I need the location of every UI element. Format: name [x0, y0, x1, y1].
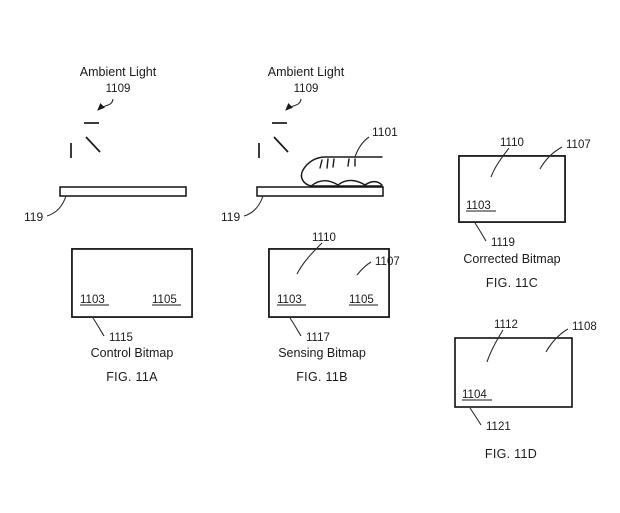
ref-1109-b: 1109 [294, 83, 319, 95]
ref-1110-c: 1110 [500, 137, 524, 149]
ref-119-b: 119 [221, 210, 240, 224]
lead-1115 [92, 317, 105, 337]
lead-1117 [289, 317, 302, 337]
ref-1104: 1104 [462, 389, 487, 401]
ref-1101: 1101 [372, 125, 398, 139]
ref-1115: 1115 [109, 332, 133, 344]
lead-119-11a [46, 195, 67, 217]
ref-1108: 1108 [572, 321, 597, 333]
ref-1112: 1112 [494, 319, 518, 331]
lead-1108 [545, 328, 569, 353]
lead-1107-c [539, 146, 563, 170]
fig-11a-bitmap [71, 248, 193, 337]
fig-label-11b: FIG. 11B [296, 370, 348, 384]
display-panel-11a [59, 186, 187, 197]
ref-1121: 1121 [486, 421, 511, 433]
finger-illustration [300, 156, 383, 187]
fig-label-11d: FIG. 11D [485, 447, 537, 461]
ref-1110-b: 1110 [312, 232, 336, 244]
lead-1110-b [296, 242, 323, 275]
ref-1103-c: 1103 [466, 200, 491, 212]
ref-1107-c: 1107 [566, 139, 591, 151]
fig-label-11a: FIG. 11A [106, 370, 158, 384]
ambient-light-title-b: Ambient Light [268, 65, 345, 79]
ref-1109-a: 1109 [106, 83, 131, 95]
lead-1110-c [490, 147, 510, 178]
fig-label-11c: FIG. 11C [486, 276, 538, 290]
lead-119-11b [243, 195, 264, 217]
lead-1101 [354, 136, 370, 158]
ref-1117: 1117 [306, 332, 330, 344]
caption-11b: Sensing Bitmap [278, 346, 366, 360]
ambient-light-title-a: Ambient Light [80, 65, 157, 79]
lead-1107-b [356, 261, 372, 276]
ref-1105-b: 1105 [349, 294, 374, 306]
fig-11d-bitmap [454, 328, 573, 426]
ambient-light-arrow-icon-b [285, 98, 302, 111]
fig-11b-bitmap [268, 242, 390, 337]
fig-11a-scene [46, 98, 187, 217]
caption-11c: Corrected Bitmap [463, 252, 560, 266]
lead-1112 [486, 329, 504, 363]
display-panel-11b [256, 186, 384, 197]
ref-1105-a: 1105 [152, 294, 177, 306]
ambient-light-arrow-icon [97, 98, 114, 111]
lead-1121 [469, 407, 482, 426]
ref-1103-a: 1103 [80, 294, 105, 306]
ref-1103-b: 1103 [277, 294, 302, 306]
caption-11a: Control Bitmap [91, 346, 174, 360]
fig-11b-scene [243, 98, 384, 217]
ambient-light-rays-icon [70, 122, 101, 158]
ref-119-a: 119 [24, 210, 43, 224]
fig-11c-bitmap [458, 146, 566, 242]
ambient-light-rays-icon-b [258, 122, 289, 158]
lead-1119 [474, 222, 487, 242]
ref-1119: 1119 [491, 237, 515, 249]
ref-1107-b: 1107 [375, 256, 400, 268]
